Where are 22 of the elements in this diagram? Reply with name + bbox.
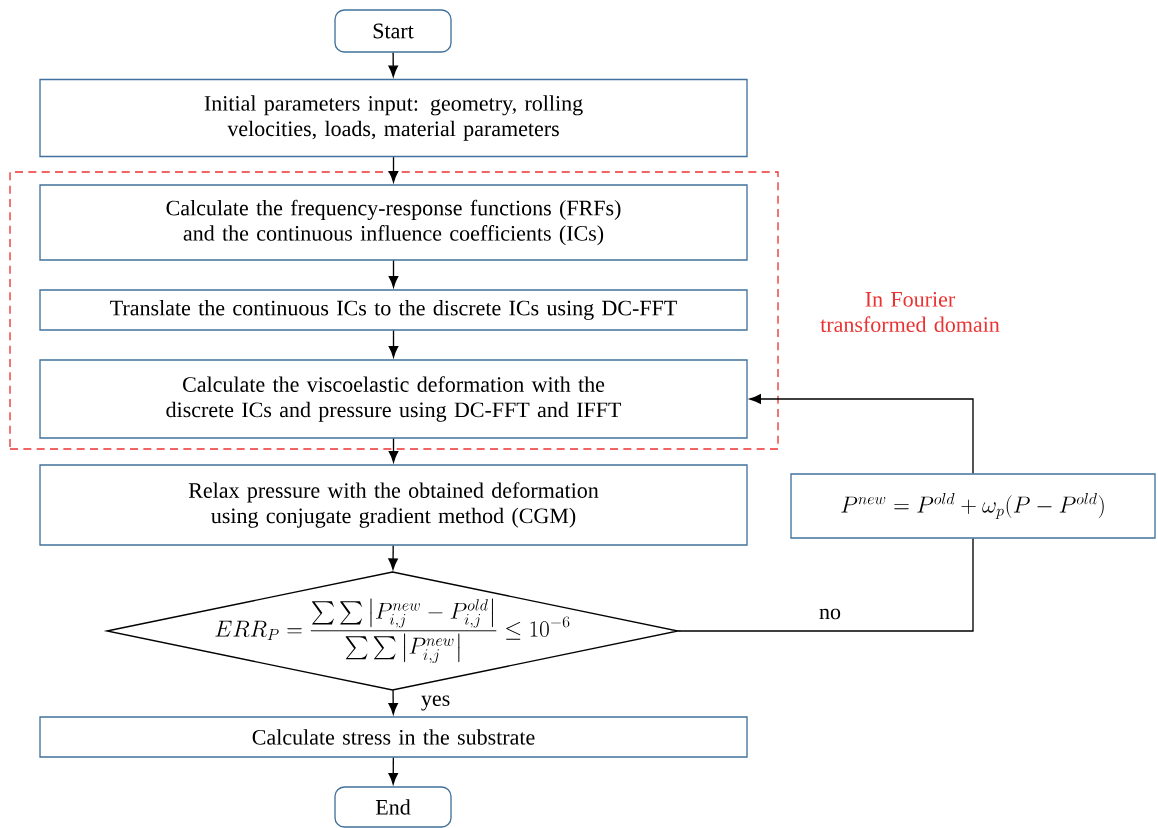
arrow <box>749 394 974 474</box>
terminal-box: End <box>334 786 452 828</box>
process-box: Relax pressure with the obtained deformation using conjugate gradient method (CGM) <box>39 464 748 546</box>
process-box: Calculate stress in the substrate <box>39 716 748 758</box>
arrow <box>388 689 398 715</box>
dashed-region <box>9 171 779 450</box>
arrow <box>388 330 399 358</box>
region-label: In Fourier transformed domain <box>820 291 1000 333</box>
process-box: Calculate the frequency-response functions (FRFs) and the continuous influence coefficients (ICs) <box>39 184 748 261</box>
arrow <box>388 260 399 288</box>
process-box: Translate the continuous ICs to the discrete ICs using DC-FFT <box>39 289 748 331</box>
arrow <box>388 757 399 785</box>
edge-label: no <box>816 606 844 622</box>
process-box: Calculate the viscoelastic deformation with the discrete ICs and pressure using DC-FFT and IFFT <box>39 359 748 439</box>
arrow <box>388 52 398 77</box>
arrow <box>388 545 398 570</box>
arrow <box>388 438 399 463</box>
terminal-box: Start <box>334 9 452 53</box>
formula-box: $P^{new} = P^{old} + \omega_p (P - P^{old})$ <box>790 473 1156 539</box>
arrow <box>388 156 399 183</box>
process-box: Initial parameters input: geometry, rolling velocities, loads, material parameters <box>39 78 748 158</box>
edge-label: yes <box>418 692 453 714</box>
